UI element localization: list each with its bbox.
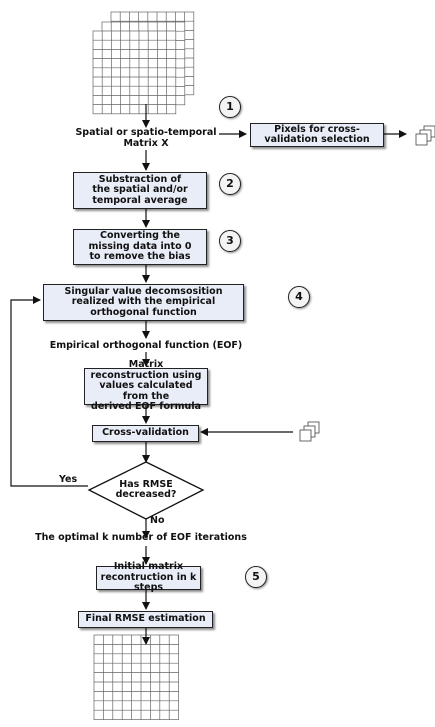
subtraction-average-box: Substraction of the spatial and/or tempo… [73,172,207,209]
eof-label: Empirical orthogonal function (EOF) [49,340,243,351]
convert-missing-data-box: Converting the missing data into 0 to re… [73,229,207,265]
connectors [10,104,407,645]
step-marker-4: 4 [288,286,310,308]
matrix-x-label: Spatial or spatio-temporal Matrix X [75,127,217,149]
input-matrix-stack-icon [92,11,195,115]
decision-diamond [87,461,205,520]
pixels-cross-validation-box: Pixels for cross- validation selection [250,123,384,147]
matrix-reconstruction-box: Matrix reconstruction using values calcu… [84,360,208,412]
pixel-stack-icon-middle [299,421,320,442]
final-rmse-box: Final RMSE estimation [78,611,213,628]
cross-validation-box: Cross-validation [92,425,199,442]
initial-reconstruction-box: Initial matrix recontruction in k steps [96,562,201,593]
step-marker-2: 2 [219,173,241,195]
decision-text: Has RMSE decreased? [115,479,177,500]
step-marker-3: 3 [219,230,241,252]
pixel-stack-icon-top [415,125,435,146]
output-matrix-icon [93,634,179,720]
yes-label: Yes [59,474,78,485]
step-marker-5: 5 [245,566,267,588]
optimal-k-label: The optimal k number of EOF iterations [35,532,247,543]
no-label: No [150,515,165,526]
svd-eof-box: Singular value decomsosition realized wi… [43,284,244,321]
step-marker-1: 1 [219,96,241,118]
